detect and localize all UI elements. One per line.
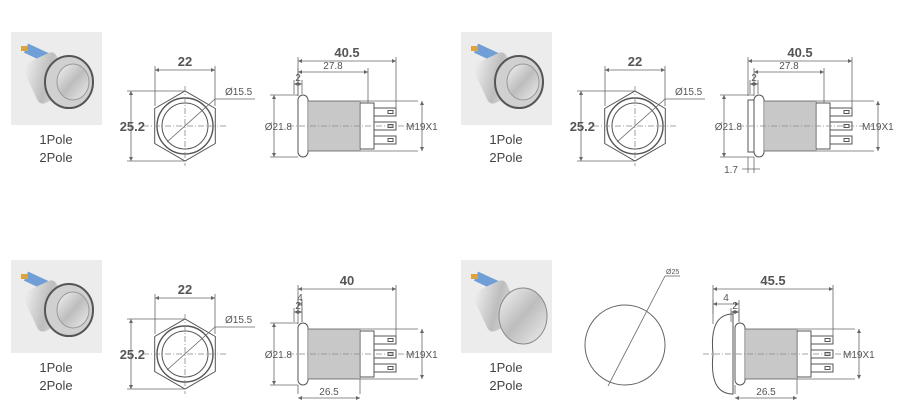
diameter-dimension: Ø25: [666, 269, 679, 276]
flange-thickness-dimension: 2: [732, 301, 738, 312]
flange-thickness-dimension: 2: [295, 301, 301, 312]
thread-dimension: M19X1: [862, 122, 894, 133]
body-length-dimension: 26.5: [756, 387, 776, 398]
terminal-hole: [387, 366, 394, 370]
width-dimension: 22: [628, 54, 642, 69]
terminal: [810, 363, 834, 373]
pole-option-label: 1Pole: [489, 360, 523, 375]
diameter-dimension: Ø15.5: [675, 87, 703, 98]
head-length-dimension: 4: [723, 293, 729, 304]
arrow-head: [294, 310, 302, 314]
terminal-hole: [843, 138, 850, 142]
button-face: [506, 63, 540, 101]
body-length-dimension: 27.8: [323, 61, 343, 72]
pole-option-label: 1Pole: [39, 132, 73, 147]
overall-length-dimension: 40: [340, 273, 354, 288]
terminal-hole: [387, 138, 394, 142]
pole-option-label: 2Pole: [489, 378, 523, 393]
terminal-pin: [471, 46, 478, 51]
leader-line: [616, 98, 666, 143]
flange-diameter-dimension: Ø21.8: [265, 122, 293, 133]
arrow-head: [750, 82, 758, 86]
flange-thickness-dimension: 2: [295, 73, 301, 84]
pole-option-label: 2Pole: [39, 378, 73, 393]
height-dimension: 25.2: [120, 347, 145, 362]
pole-option-label: 2Pole: [489, 150, 523, 165]
thread-dimension: M19X1: [843, 350, 875, 361]
button-face: [56, 291, 90, 329]
arrow-head: [731, 310, 739, 314]
body-length-dimension: 27.8: [779, 61, 799, 72]
overall-length-dimension: 40.5: [334, 45, 359, 60]
leader-line: [607, 275, 666, 387]
head-outline-circle: [584, 304, 666, 386]
terminal-hole: [387, 110, 394, 114]
overall-length-dimension: 40.5: [787, 45, 812, 60]
head-length-dimension: 4: [297, 293, 303, 304]
flange-thickness-dimension: 2: [751, 73, 757, 84]
terminal-hole: [387, 338, 394, 342]
body-length-dimension: 26.5: [319, 387, 339, 398]
flange-diameter-dimension: Ø21.8: [265, 350, 293, 361]
width-dimension: 22: [178, 54, 192, 69]
terminal: [829, 135, 853, 145]
terminal-pin: [21, 46, 28, 51]
terminal: [373, 363, 397, 373]
leader-line: [166, 326, 216, 371]
terminal-pin: [471, 274, 478, 279]
pole-option-label: 1Pole: [489, 132, 523, 147]
terminal: [373, 135, 397, 145]
button-face: [56, 63, 90, 101]
diameter-dimension: Ø15.5: [225, 87, 253, 98]
height-dimension: 25.2: [570, 119, 595, 134]
terminal-hole: [843, 110, 850, 114]
pole-option-label: 1Pole: [39, 360, 73, 375]
leader-line: [166, 98, 216, 143]
mushroom-head: [498, 287, 548, 345]
arrow-head: [294, 82, 302, 86]
arrow-head: [298, 302, 302, 306]
terminal-hole: [824, 338, 831, 342]
thread-dimension: M19X1: [406, 122, 438, 133]
width-dimension: 22: [178, 282, 192, 297]
terminal-pin: [21, 274, 28, 279]
flange-diameter-dimension: Ø21.8: [715, 122, 743, 133]
overall-length-dimension: 45.5: [760, 273, 785, 288]
height-dimension: 25.2: [120, 119, 145, 134]
terminal-hole: [824, 366, 831, 370]
pole-option-label: 2Pole: [39, 150, 73, 165]
thread-dimension: M19X1: [406, 350, 438, 361]
diameter-dimension: Ø15.5: [225, 315, 253, 326]
offset-dimension: 1.7: [724, 165, 738, 176]
